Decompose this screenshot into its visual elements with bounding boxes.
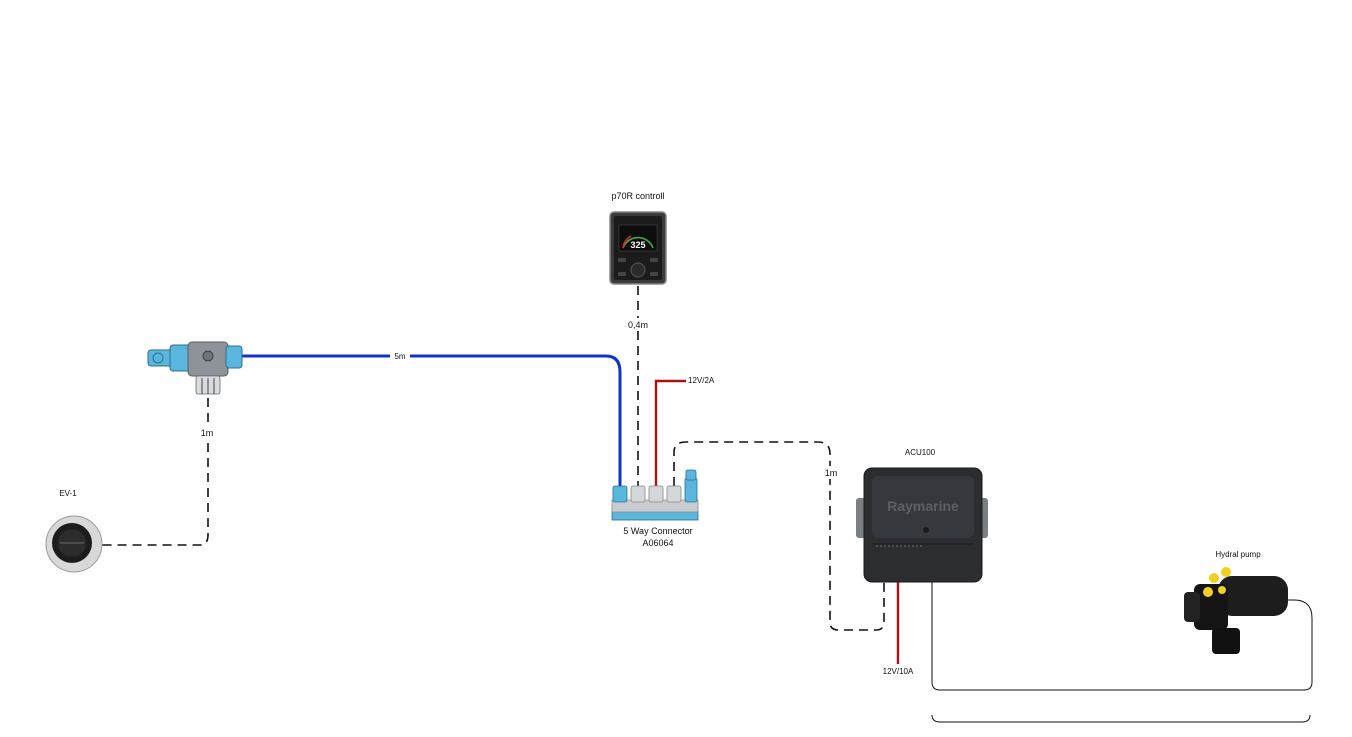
power-cable-12v-2a <box>654 379 686 486</box>
five-way-label-2: A06064 <box>642 538 673 548</box>
pump-label: Hydral pump <box>1215 550 1261 559</box>
p70r-label: p70R controll <box>611 191 664 201</box>
bracket-line <box>931 714 1311 723</box>
five-way-connector <box>611 469 699 521</box>
five-way-label-1: 5 Way Connector <box>623 526 692 536</box>
acu100-brand: Raymarine <box>887 498 959 514</box>
pump-cable <box>931 576 1313 691</box>
t-piece-connector <box>147 341 243 395</box>
hydraulic-pump <box>1184 567 1288 654</box>
p70r-drop-length-label: 0,4m <box>628 320 648 330</box>
p70r-heading-readout: 325 <box>630 240 645 250</box>
acu-drop-cable <box>673 441 885 631</box>
acu100-label: ACU100 <box>905 448 936 457</box>
ev1-label: EV-1 <box>59 489 77 498</box>
acu100-unit: Raymarine <box>856 467 988 583</box>
backbone-length-label: 5m <box>394 352 405 361</box>
power-acu-label: 12V/10A <box>883 667 914 676</box>
ev1-sensor <box>45 515 103 573</box>
ev1-drop-cable <box>102 398 209 546</box>
p70r-controller: 325 <box>609 211 667 285</box>
acu-drop-length-label: 1m <box>825 468 838 478</box>
power-connector-label: 12V/2A <box>688 376 715 385</box>
backbone-cable <box>240 354 622 486</box>
tee-ev1-length-label: 1m <box>201 428 214 438</box>
